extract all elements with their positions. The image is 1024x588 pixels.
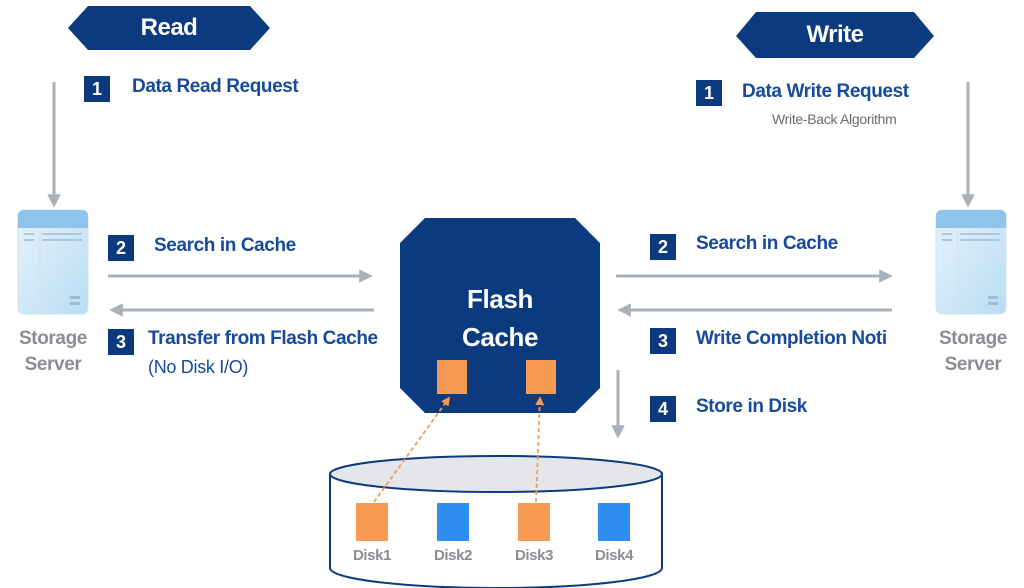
disk4-label: Disk4 xyxy=(594,547,634,564)
flash-cache-line1: Flash xyxy=(467,284,533,314)
disk3-block xyxy=(518,503,550,541)
disk1-label: Disk1 xyxy=(352,547,392,564)
read-step2-number: 2 xyxy=(108,235,134,261)
read-tag: Read xyxy=(140,14,198,41)
storage-server-right-label: Storage Server xyxy=(926,326,1020,378)
write-tag-shape xyxy=(736,12,934,58)
server-left-line2: Server xyxy=(24,354,82,375)
server-right-line2: Server xyxy=(944,354,1002,375)
cache-slot-1 xyxy=(437,360,467,394)
read-step3-label: Transfer from Flash Cache xyxy=(148,328,378,349)
flash-cache-line2: Cache xyxy=(461,322,539,352)
read-step3-sub: (No Disk I/O) xyxy=(148,357,249,377)
write-step1-label: Data Write Request xyxy=(742,81,909,102)
write-step1-note: Write-Back Algorithm xyxy=(772,111,897,127)
write-step1-number: 1 xyxy=(696,80,722,106)
disk-array-cylinder xyxy=(329,455,663,588)
storage-server-left-label: Storage Server xyxy=(6,326,100,378)
read-step1-label: Data Read Request xyxy=(132,76,299,97)
disk2-block xyxy=(437,503,469,541)
write-step3-label: Write Completion Noti xyxy=(696,328,887,349)
write-step2-label: Search in Cache xyxy=(696,233,838,254)
read-step2-label: Search in Cache xyxy=(154,235,296,256)
disk2-label: Disk2 xyxy=(433,547,473,564)
read-step1-number: 1 xyxy=(84,76,110,102)
server-right-line1: Storage xyxy=(939,328,1007,349)
disk4-block xyxy=(598,503,630,541)
disk3-to-cache-arrow xyxy=(535,396,545,503)
disk3-label: Disk3 xyxy=(514,547,554,564)
write-step3-number: 3 xyxy=(650,328,676,354)
server-left-line1: Storage xyxy=(19,328,87,349)
flash-cache-label: Flash Cache xyxy=(400,280,600,356)
disk1-to-cache-arrow xyxy=(373,396,451,503)
read-step3-number: 3 xyxy=(108,329,134,355)
write-step2-number: 2 xyxy=(650,234,676,260)
read-tag-shape xyxy=(68,6,270,50)
cache-slot-2 xyxy=(526,360,556,394)
write-step4-label: Store in Disk xyxy=(696,396,807,417)
write-tag: Write xyxy=(806,21,864,48)
storage-server-left-icon xyxy=(17,209,89,315)
disk1-block xyxy=(356,503,388,541)
storage-server-right-icon xyxy=(935,209,1007,315)
write-step4-number: 4 xyxy=(650,396,676,422)
